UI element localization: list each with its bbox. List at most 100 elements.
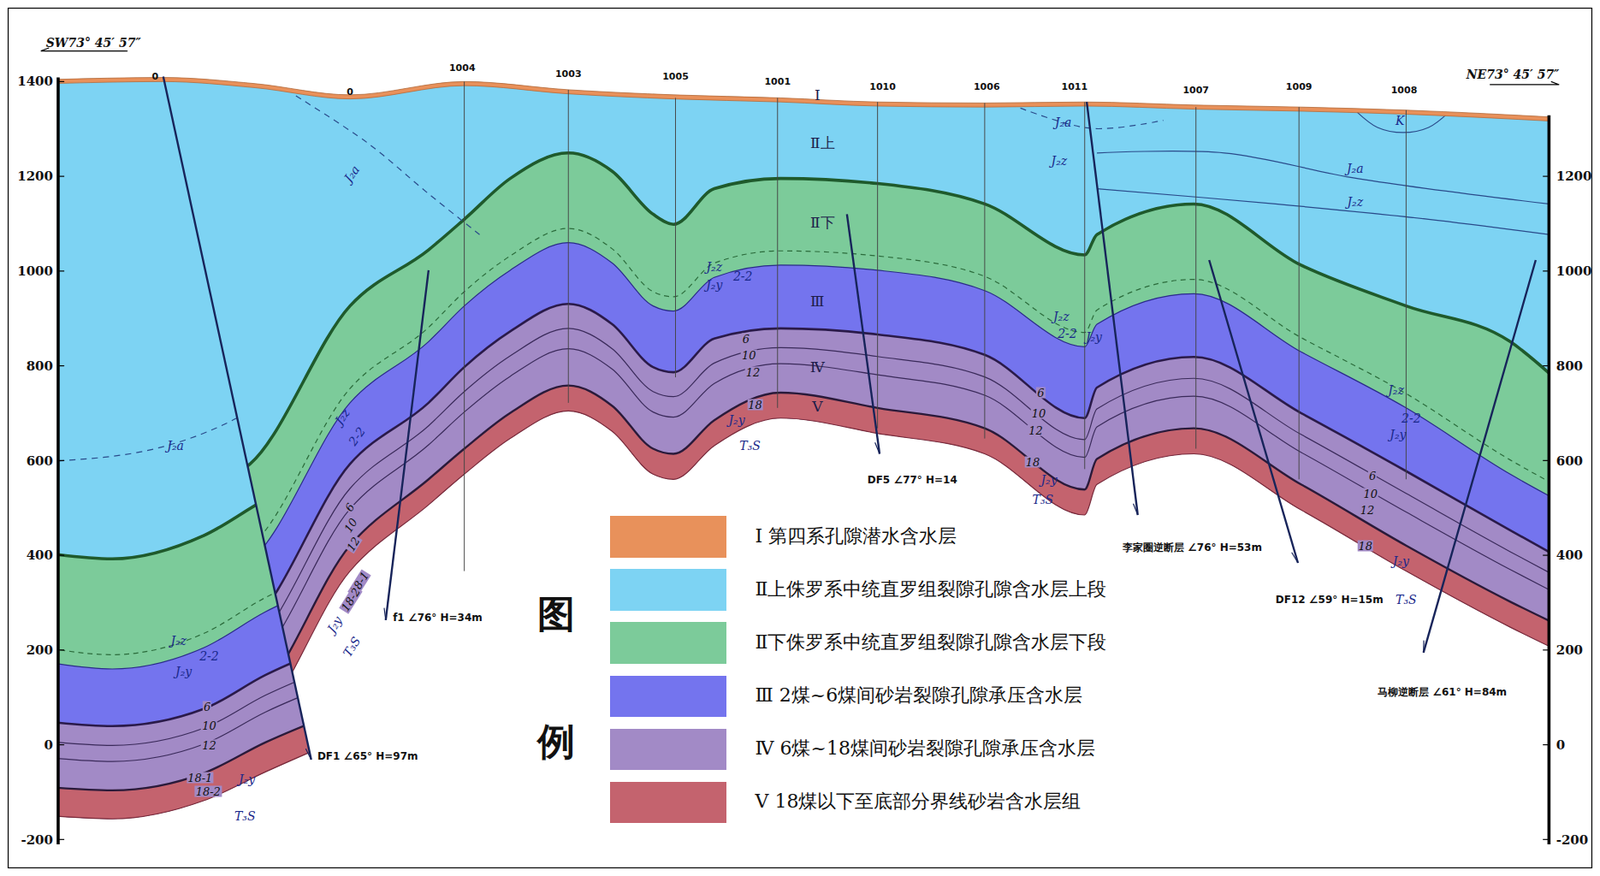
coal-seam-number: 6 (202, 701, 212, 713)
fault-arrow (305, 748, 311, 760)
legend-swatch (610, 782, 727, 824)
elevation-label: 1000 (1556, 265, 1593, 279)
borehole-line (877, 101, 878, 428)
elevation-label: 600 (26, 455, 54, 469)
fault-arrow (1133, 503, 1138, 516)
legend-swatch (610, 515, 727, 558)
coal-seam-number: 10 (740, 349, 758, 362)
stratum-label: J₂z (706, 260, 723, 273)
borehole-number: 0 (346, 87, 354, 97)
aquifer-band (142, 385, 1549, 760)
borehole-line (1195, 106, 1197, 449)
stratum-label: T₃S (234, 810, 256, 823)
fault-line (1423, 260, 1536, 653)
fault-arrow (1422, 640, 1425, 653)
stratum-label: J₂z (1051, 154, 1068, 167)
stratum-label: J₂z (1053, 310, 1070, 323)
fault-arrow (384, 608, 386, 621)
axis-tick (58, 839, 65, 841)
frame (8, 8, 1593, 869)
aquifer-label: Ⅲ (810, 293, 824, 309)
stratum-line (142, 303, 1549, 664)
fault-block (58, 77, 1549, 820)
stratum-label: K (1395, 114, 1405, 127)
formation-boundary (1096, 189, 1549, 236)
legend-swatch (610, 728, 727, 771)
stratum-label: J₂y (325, 614, 344, 635)
coal-seam-number: 6 (1368, 469, 1377, 481)
elevation-label: 1200 (1556, 170, 1593, 184)
axis-tick (1542, 365, 1549, 367)
stratum-label: T₃S (341, 634, 363, 659)
stratum-label: 2-2 (733, 270, 753, 283)
borehole-line (1084, 101, 1085, 469)
coal-seam-number: 12 (201, 739, 218, 751)
coal-seam-number: 18 (1357, 540, 1374, 552)
aquifer-band (58, 77, 1549, 761)
elevation-label: 0 (44, 738, 54, 752)
stratum-label: J₂y (1392, 555, 1410, 568)
axis-tick (58, 554, 65, 556)
fault-line (385, 270, 429, 621)
stratum-label: J₂y (1040, 474, 1057, 486)
borehole-line (568, 89, 569, 403)
axis-tick (1542, 554, 1549, 556)
coal-seam-number: 18-2 (338, 586, 363, 615)
borehole-number: 1009 (1285, 82, 1313, 92)
legend-heading: 例 (537, 722, 575, 761)
borehole-line (463, 81, 465, 571)
borehole-number: 1001 (764, 77, 791, 87)
fault-label: DF12 ∠59° H=15m (1275, 594, 1384, 605)
fault-label: 马柳逆断层 ∠61° H=84m (1377, 687, 1507, 698)
stratum-label: J₂a (1346, 162, 1364, 175)
aquifer-label: Ⅰ (814, 87, 821, 102)
coal-seam-number: 12 (745, 367, 762, 379)
aquifer-band (58, 640, 348, 820)
stratum-label: J₂z (1387, 384, 1405, 397)
formation-boundary (1020, 107, 1164, 129)
axis (1547, 115, 1552, 845)
aquifer-label: Ⅴ (811, 398, 823, 414)
legend-text: Ⅴ 18煤以下至底部分界线砂岩含水层组 (755, 792, 1082, 812)
fault-line (847, 213, 880, 454)
coal-seam-number: 10 (201, 719, 218, 731)
legend-text: Ⅳ 6煤~18煤间砂岩裂隙孔隙承压含水层 (755, 739, 1096, 759)
borehole-number: 0 (151, 71, 159, 82)
fault-line (1086, 101, 1138, 516)
legend-heading: 图 (537, 595, 575, 634)
aquifer-band (142, 153, 1549, 760)
aquifer-label: Ⅱ上 (810, 135, 836, 150)
aquifer-band (58, 77, 1549, 820)
elevation-label: 600 (1556, 455, 1583, 469)
axis-tick (1542, 744, 1549, 746)
coal-seam-number: 10 (1362, 488, 1379, 500)
axis-tick (1542, 176, 1549, 178)
formation-boundary (1096, 151, 1549, 205)
stratum-label: J₂y (238, 773, 255, 786)
borehole-line (1298, 106, 1300, 480)
elevation-label: 200 (26, 643, 54, 657)
stratum-line (58, 661, 348, 747)
coal-seam-number: 12 (1359, 504, 1376, 516)
fault-label: DF5 ∠77° H=14 (867, 474, 958, 486)
legend-text: Ⅱ上侏罗系中统直罗组裂隙孔隙含水层上段 (755, 580, 1108, 599)
stratum-label: J₂y (1389, 428, 1406, 441)
stratum-label: 2-2 (199, 650, 220, 663)
borehole-number: 1006 (973, 82, 1001, 92)
stratum-label: T₃S (1032, 493, 1055, 506)
axis-tick (1542, 839, 1549, 841)
fault-label: DF1 ∠65° H=97m (317, 751, 419, 762)
stratum-label: T₃S (1395, 593, 1417, 606)
aquifer-band (142, 303, 1549, 760)
borehole-number: 1005 (662, 71, 689, 82)
stratum-label: 2-2 (1401, 412, 1422, 425)
borehole-number: 1007 (1182, 84, 1209, 95)
axis-tick (58, 744, 65, 746)
coal-seam-number: 18 (1025, 456, 1042, 469)
borehole-number: 1010 (869, 82, 896, 92)
elevation-label: 1400 (17, 75, 54, 89)
stratum-label: J₂y (1085, 331, 1103, 344)
axis-tick (58, 460, 65, 462)
legend-swatch (610, 568, 727, 611)
axis-tick (58, 649, 65, 651)
